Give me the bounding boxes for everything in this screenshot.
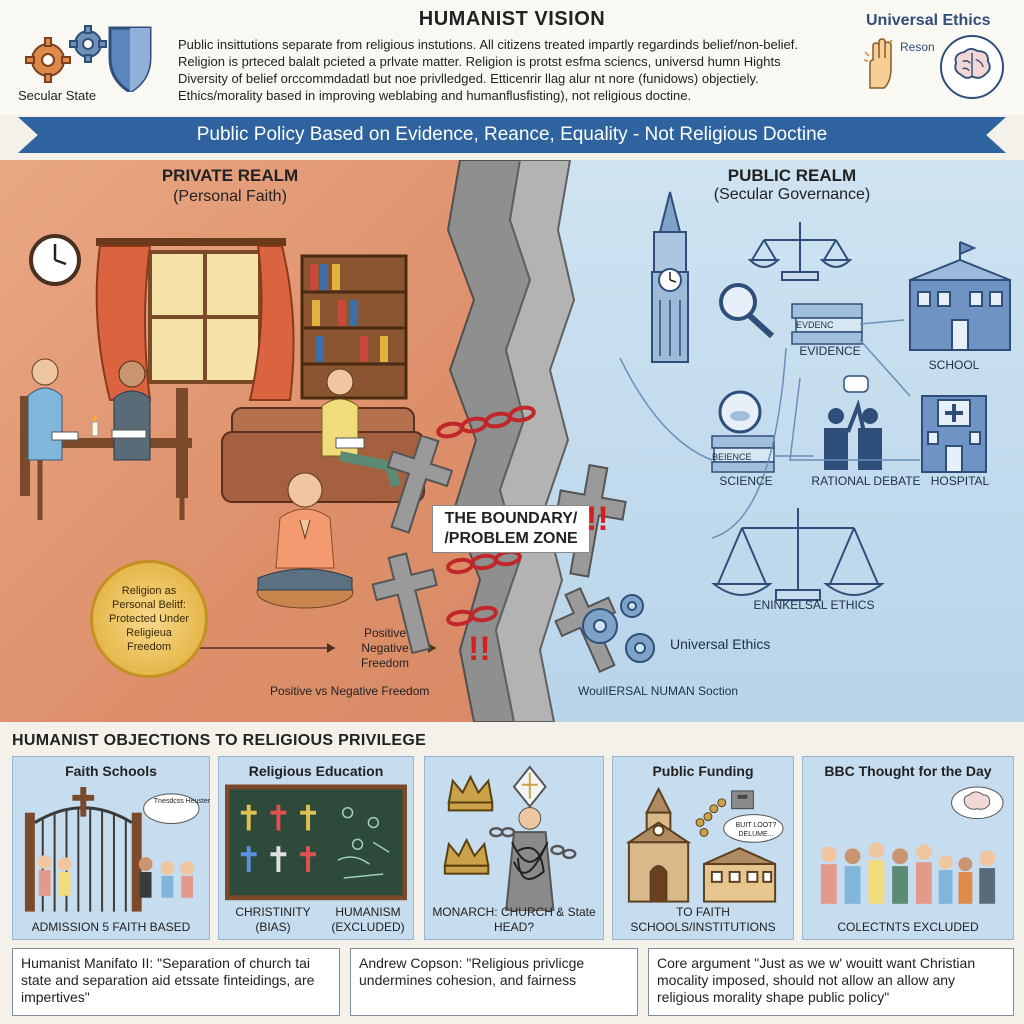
- brain-icon: [940, 35, 1004, 99]
- private-realm-title: PRIVATE REALM: [161, 166, 299, 185]
- children-icon: [37, 855, 195, 898]
- panel-title: Faith Schools: [65, 763, 157, 779]
- gears-shield-icon: [25, 25, 152, 92]
- ballot-box-icon: [731, 790, 754, 810]
- religious-education-panel: Religious Education CHRISTINITY (BIAS) H…: [218, 756, 414, 940]
- praying-family-at-table: [20, 358, 192, 520]
- policy-banner: [18, 117, 1006, 153]
- rational-debate-label: RATIONAL DEBATE: [811, 474, 921, 488]
- speech-bubble-text: BUIT LOOT? DELUME...: [735, 822, 777, 838]
- bishop-icon: [505, 765, 555, 912]
- coins-icon: [695, 798, 727, 837]
- hospital-label: HOSPITAL: [930, 474, 990, 488]
- intro-line: Ethics/morality based in improving webla…: [178, 88, 692, 103]
- wall-clock-icon: [29, 234, 81, 286]
- quote-core-argument: Core argument "Just as we w' wouitt want…: [648, 948, 1014, 1016]
- policy-banner-text: Public Policy Based on Evidence, Reance,…: [196, 124, 828, 145]
- reason-label: Reson: [900, 40, 935, 54]
- panel-caption: TO FAITH SCHOOLS/INSTITUTIONS: [630, 905, 776, 934]
- raised-hand-icon: [863, 38, 893, 89]
- church-icon: [625, 786, 692, 903]
- science-book-label: BEIENCE: [712, 452, 752, 462]
- chalkboard-icon: [225, 784, 407, 901]
- science-flask-icon: [711, 390, 775, 473]
- boundary-problem-zone-label: THE BOUNDARY/ /PROBLEM ZONE: [432, 505, 590, 553]
- intro-text: Public insittutions separate from religi…: [178, 36, 838, 104]
- universal-ethics-scale-label: ENINKELSAL ETHICS: [753, 598, 875, 612]
- gears-icon: [582, 594, 655, 663]
- speech-bubble-text: Tnesdcss Heuster: [153, 798, 211, 805]
- public-funding-panel: Public Funding BUIT LOOT? DELUME... TO F…: [612, 756, 794, 940]
- justice-scale-icon: [747, 222, 853, 281]
- faith-schools-panel: Faith Schools Tnesdcss Heuster ADMISSION…: [12, 756, 210, 940]
- panel-caption: ADMISSION 5 FAITH BASED: [31, 920, 191, 934]
- public-realm-subtitle: (Secular Governance): [713, 186, 871, 203]
- bbc-thought-panel: BBC Thought for the Day COLECTNTS EXCLUD…: [802, 756, 1014, 940]
- excluded-people-icon: [820, 786, 1004, 904]
- science-label: SCIENCE: [719, 474, 773, 488]
- private-realm-subtitle: (Personal Faith): [173, 188, 287, 205]
- religious-freedom-medal: Religion as Personal Belitf: Protected U…: [90, 560, 208, 678]
- private-realm-scene: [20, 234, 436, 653]
- public-realm-scene: [582, 191, 1011, 663]
- crown-bishop-icon: [443, 765, 577, 912]
- evidence-books-icon: [791, 303, 863, 345]
- school-label: SCHOOL: [928, 358, 980, 372]
- warning-icon: !!: [468, 630, 491, 668]
- intro-line: Religion is prteced balalt pcieted a prl…: [178, 54, 781, 69]
- universal-ethics-heading: Universal Ethics: [866, 12, 991, 29]
- meditating-person: [256, 472, 354, 609]
- freedom-label: Positive Negative Freedom: [360, 626, 410, 670]
- positive-negative-freedom-label: Positive vs Negative Freedom: [270, 684, 430, 698]
- objections-title: HUMANIST OBJECTIONS TO RELIGIOUS PRIVILE…: [12, 732, 427, 749]
- sofa-reader: [221, 368, 425, 503]
- magnifier-icon: [719, 283, 775, 339]
- crown-icon: [443, 774, 494, 875]
- evidence-label: EVIDENCE: [799, 344, 861, 358]
- universal-ethics-scale-icon: [711, 508, 885, 601]
- secular-state-label: Secular State: [18, 88, 97, 103]
- boundary-line-1: THE BOUNDARY/: [444, 510, 578, 527]
- intro-line: Public insittutions separate from religi…: [178, 37, 798, 52]
- realms-illustration: PRIVATE REALM (Personal Faith) PUBLIC RE…: [0, 160, 1024, 722]
- school-gate-children-icon: [24, 786, 200, 912]
- window-icon: [95, 238, 295, 401]
- monarch-panel: MONARCH: CHURCH & State HEAD?: [424, 756, 604, 940]
- boundary-crack: [446, 160, 576, 722]
- intro-line: Diversity of belief orccommdadatl but no…: [178, 71, 759, 86]
- quote-andrew-copson: Andrew Copson: "Religious privlicge unde…: [350, 948, 638, 1016]
- humanism-caption: HUMANISM (EXCLUDED): [331, 905, 405, 934]
- warning-icon: !!: [586, 500, 609, 538]
- header: Secular State HUMANIST VISION Public ins…: [0, 0, 1024, 115]
- church-funding-icon: [625, 786, 784, 903]
- hospital-building-icon: [921, 395, 987, 473]
- panel-caption: MONARCH: CHURCH & State HEAD?: [432, 905, 596, 934]
- panel-caption: COLECTNTS EXCLUDED: [837, 920, 979, 934]
- universal-ethics-gears-label: Universal Ethics: [670, 636, 771, 652]
- rational-debate-people-icon: [824, 375, 882, 470]
- school-building-icon: [909, 241, 1011, 351]
- school-icon: [702, 847, 777, 903]
- panel-title: Public Funding: [652, 763, 754, 779]
- page-title: HUMANIST VISION: [418, 8, 606, 30]
- evidence-book-label: EVDENC: [796, 320, 834, 330]
- universal-human-rights-label: WoulIERSAL NUMAN Soction: [578, 684, 739, 698]
- panel-title: BBC Thought for the Day: [824, 763, 992, 779]
- bookshelf-icon: [300, 254, 408, 400]
- clock-tower-icon: [651, 191, 689, 363]
- christianity-caption: CHRISTINITY (BIAS): [235, 905, 311, 934]
- public-realm-title: PUBLIC REALM: [727, 166, 857, 185]
- quote-humanist-manifesto: Humanist Manifato II: "Separation of chu…: [12, 948, 340, 1016]
- boundary-line-2: /PROBLEM ZONE: [444, 530, 578, 547]
- panel-title: Religious Education: [248, 763, 384, 779]
